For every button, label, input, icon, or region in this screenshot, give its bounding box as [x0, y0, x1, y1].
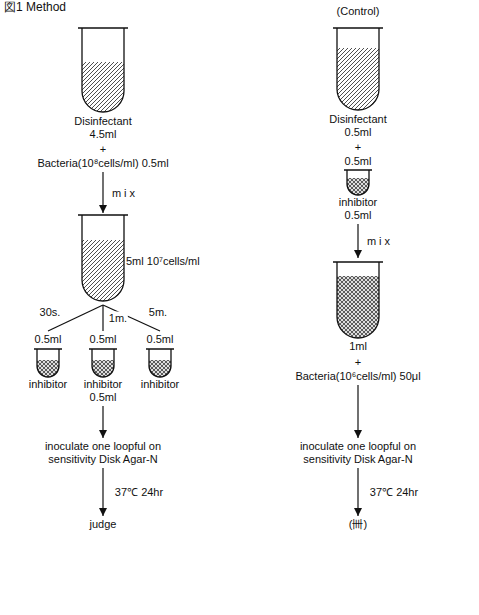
test-tube [333, 262, 383, 338]
step-text: Bacteria(10⁸cells/ml) 0.5ml [36, 157, 170, 170]
step-text: inoculate one loopful on sensitivity Dis… [278, 440, 438, 466]
step-text: 1ml [332, 340, 384, 353]
figure-title: 図1 Method [4, 1, 66, 14]
step-node: 0.5ml inhibitor 0.5ml [328, 155, 388, 222]
flow-arrow [102, 172, 103, 213]
step-text: (卌) [318, 518, 398, 531]
step-node: 0.5ml inhibitor [22, 333, 74, 391]
edge-label: mix [366, 235, 394, 248]
test-tube [78, 215, 128, 301]
step-text: 0.5ml [328, 155, 388, 168]
step-text: 0.5ml [75, 333, 131, 346]
small-tube [146, 349, 174, 377]
flow-arrow [357, 468, 358, 516]
test-tube [78, 28, 128, 112]
small-tube [344, 170, 372, 195]
step-text: inhibitor [22, 378, 74, 391]
plus-sign: + [355, 356, 361, 369]
step-text: inhibitor 0.5ml [328, 196, 388, 222]
step-node: Bacteria(10⁸cells/ml) 0.5ml [36, 157, 170, 170]
flow-arrow [102, 468, 103, 516]
mixture-liquid [82, 240, 124, 301]
plus-sign: + [100, 143, 106, 156]
step-node: inoculate one loopful on sensitivity Dis… [278, 440, 438, 466]
step-node: Bacteria(10⁶cells/ml) 50μl [291, 370, 425, 383]
small-tube [34, 349, 62, 377]
step-text: 0.5ml [134, 333, 186, 346]
step-node: Disinfectant 0.5ml [318, 113, 398, 139]
flow-arrow [102, 305, 103, 331]
edge-label: 37℃ 24hr [114, 486, 164, 499]
edge-label: 30s. [39, 306, 62, 319]
step-node: judge [63, 518, 143, 531]
step-node: Disinfectant 4.5ml [63, 115, 143, 141]
tube-group [34, 28, 383, 377]
edge-label: 1m. [108, 312, 128, 325]
step-text: Disinfectant 0.5ml [318, 113, 398, 139]
test-tube [333, 28, 383, 110]
step-text: Disinfectant 4.5ml [63, 115, 143, 141]
plus-sign: + [355, 141, 361, 154]
step-node: (卌) [318, 518, 398, 531]
step-node: inoculate one loopful on sensitivity Dis… [23, 440, 183, 466]
step-text: 5ml 10⁷cells/ml [126, 255, 200, 268]
edge-label: 5m. [148, 306, 168, 319]
step-text: 0.5ml [22, 333, 74, 346]
column-heading: (Control) [337, 5, 380, 18]
step-node: 0.5ml inhibitor 0.5ml [75, 333, 131, 404]
flow-arrow [102, 406, 103, 438]
edge-label: 37℃ 24hr [369, 486, 419, 499]
step-node: 5ml 10⁷cells/ml [80, 215, 200, 303]
step-node: 1ml [332, 260, 384, 355]
step-text: judge [63, 518, 143, 531]
step-text: inhibitor [134, 378, 186, 391]
step-node: 0.5ml inhibitor [134, 333, 186, 391]
mixture-liquid [337, 276, 379, 338]
flow-arrow [357, 224, 358, 258]
disinfectant-liquid [337, 48, 379, 110]
step-text: inoculate one loopful on sensitivity Dis… [23, 440, 183, 466]
disinfectant-liquid [82, 62, 124, 112]
step-text: Bacteria(10⁶cells/ml) 50μl [291, 370, 425, 383]
flow-arrow [357, 385, 358, 438]
edge-label: mix [111, 186, 139, 199]
small-tube [89, 349, 117, 377]
step-text: inhibitor 0.5ml [75, 378, 131, 404]
